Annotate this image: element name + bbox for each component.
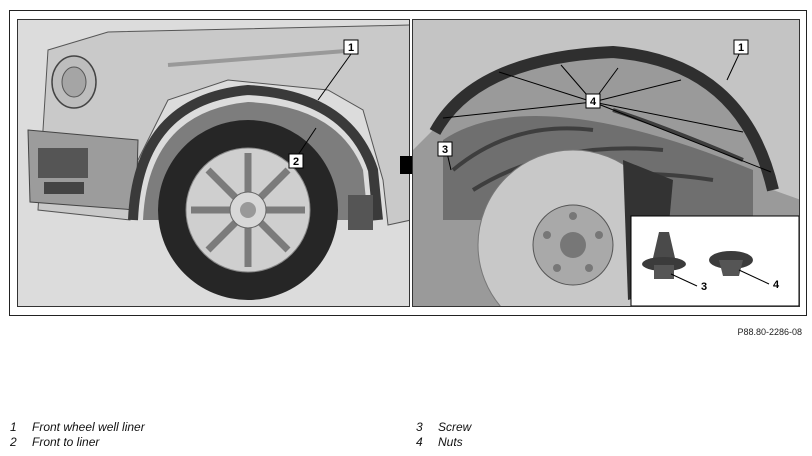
- fastener-inset: 3 4: [630, 215, 799, 306]
- right-callout-4: 4: [590, 96, 597, 108]
- illustration-frame: 1 2: [9, 10, 807, 316]
- legend-label: Front wheel well liner: [32, 420, 145, 434]
- legend-item-4: 4 Nuts: [416, 435, 463, 449]
- legend-number: 4: [416, 435, 423, 449]
- figure-reference: P88.80-2286-08: [737, 327, 802, 337]
- wheel-well-detail-panel: 4 1 3 3: [412, 19, 800, 307]
- legend-item-2: 2 Front to liner: [10, 435, 99, 449]
- nut-icon: [709, 251, 753, 276]
- left-callout-2: 2: [293, 156, 299, 168]
- right-callout-1: 1: [738, 42, 744, 54]
- wheel-well-detail-drawing: 4 1 3 3: [413, 20, 799, 306]
- legend-number: 1: [10, 420, 17, 434]
- legend-label: Nuts: [438, 435, 463, 449]
- legend-label: Front to liner: [32, 435, 100, 449]
- inset-callout-4: 4: [773, 279, 780, 291]
- inset-callout-3: 3: [701, 281, 707, 293]
- left-callout-1: 1: [348, 42, 354, 54]
- legend-item-3: 3 Screw: [416, 420, 471, 434]
- right-callout-3: 3: [442, 144, 448, 156]
- legend-number: 3: [416, 420, 423, 434]
- vehicle-wheel-drawing: 1 2: [18, 20, 409, 306]
- legend-number: 2: [10, 435, 17, 449]
- screw-icon: [642, 232, 686, 279]
- vehicle-wheel-panel: 1 2: [17, 19, 410, 307]
- legend-label: Screw: [438, 420, 472, 434]
- legend-item-1: 1 Front wheel well liner: [10, 420, 145, 434]
